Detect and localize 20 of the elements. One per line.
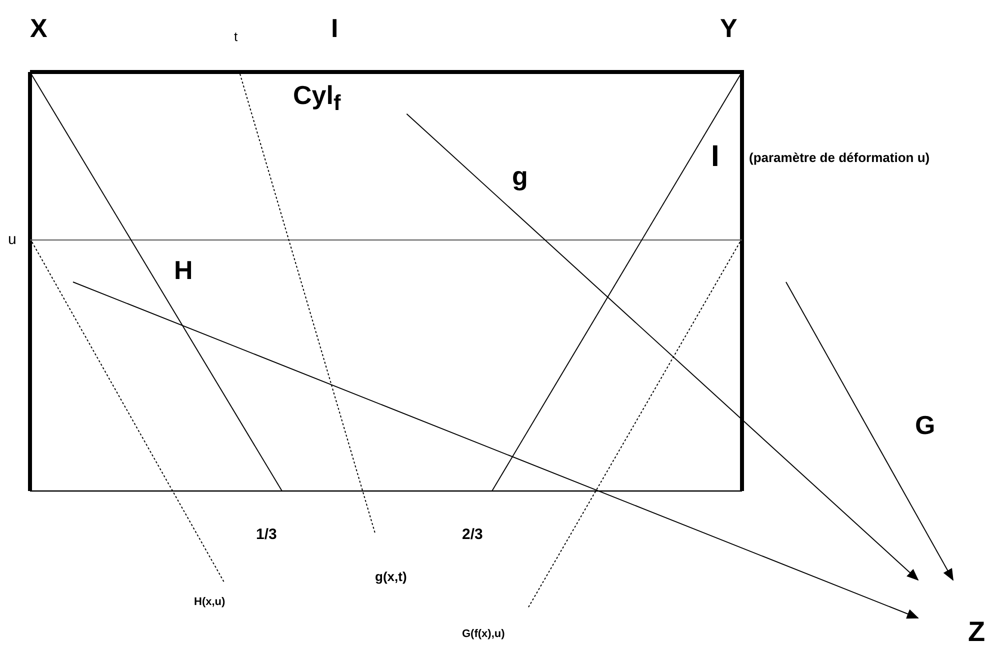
space-label: Cyl$_{f}$ <box>293 82 407 114</box>
arrow <box>786 282 954 581</box>
math-label: I <box>331 15 338 41</box>
math-label: Y <box>720 15 738 41</box>
arrow <box>72 282 919 619</box>
edge-label: G <box>915 412 936 438</box>
edge-label: g <box>512 163 528 189</box>
math-label: g(x,t) <box>375 570 407 583</box>
math-label: I <box>711 142 720 172</box>
math-label: H(x,u) <box>194 597 226 608</box>
math-label: t <box>234 30 238 43</box>
math-label: G(f(x),u) <box>462 629 505 640</box>
math-label: 2/3 <box>462 527 483 542</box>
target-space-label: Z <box>918 580 986 646</box>
math-label: X <box>30 15 48 41</box>
arrow <box>406 113 919 581</box>
math-label: 1/3 <box>256 527 277 542</box>
edge-label: H <box>174 257 193 283</box>
math-label: (paramètre de déformation u) <box>749 151 930 164</box>
math-label: u <box>8 232 16 247</box>
